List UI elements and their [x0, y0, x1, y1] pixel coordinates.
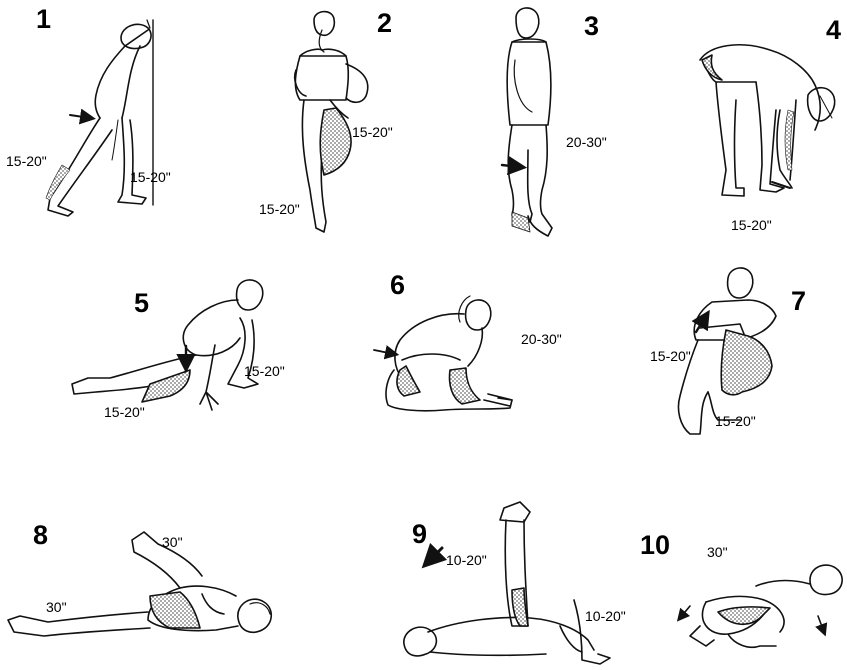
stretch-9-duration-1: 10-20" [446, 553, 487, 567]
stretch-7-duration-2: 15-20" [715, 414, 756, 428]
stretch-8-duration-1: 30" [162, 535, 183, 549]
stretch-1-duration-1: 15-20" [6, 154, 47, 168]
stretch-3-duration-1: 20-30" [566, 135, 607, 149]
figure-3-standing-heel-stretch [502, 8, 552, 236]
stretch-number-6: 6 [390, 272, 405, 299]
stretch-number-7: 7 [791, 288, 806, 315]
stretch-4-duration-1: 15-20" [731, 218, 772, 232]
stretch-number-2: 2 [377, 10, 392, 37]
stretch-7-duration-1: 15-20" [650, 349, 691, 363]
stretch-5-duration-2: 15-20" [104, 405, 145, 419]
stretch-number-10: 10 [640, 532, 670, 559]
stretch-number-1: 1 [36, 6, 51, 33]
figure-4-standing-forward-bend [700, 45, 835, 196]
figure-5-lunge-stretch [72, 280, 263, 410]
figure-10-lying-spinal-twist [680, 565, 842, 647]
stretch-number-5: 5 [134, 290, 149, 317]
stretch-6-duration-1: 20-30" [521, 332, 562, 346]
figure-6-seated-groin-stretch [374, 296, 512, 411]
figure-1-wall-calf-stretch [46, 20, 153, 216]
stretch-number-3: 3 [584, 13, 599, 40]
stretch-8-duration-2: 30" [46, 600, 67, 614]
stretch-number-4: 4 [826, 17, 841, 44]
stretch-5-duration-1: 15-20" [244, 364, 285, 378]
stretch-1-duration-2: 15-20" [130, 170, 171, 184]
stretch-2-duration-2: 15-20" [259, 202, 300, 216]
stretch-2-duration-1: 15-20" [352, 125, 393, 139]
figure-9-lying-hamstring-stretch [404, 502, 610, 664]
stretch-number-8: 8 [33, 522, 48, 549]
stretch-9-duration-2: 10-20" [585, 609, 626, 623]
stretch-10-duration-1: 30" [707, 545, 728, 559]
stretch-number-9: 9 [412, 521, 427, 548]
figure-2-standing-quad-stretch [295, 12, 368, 232]
figure-7-seated-spinal-twist [678, 268, 776, 434]
